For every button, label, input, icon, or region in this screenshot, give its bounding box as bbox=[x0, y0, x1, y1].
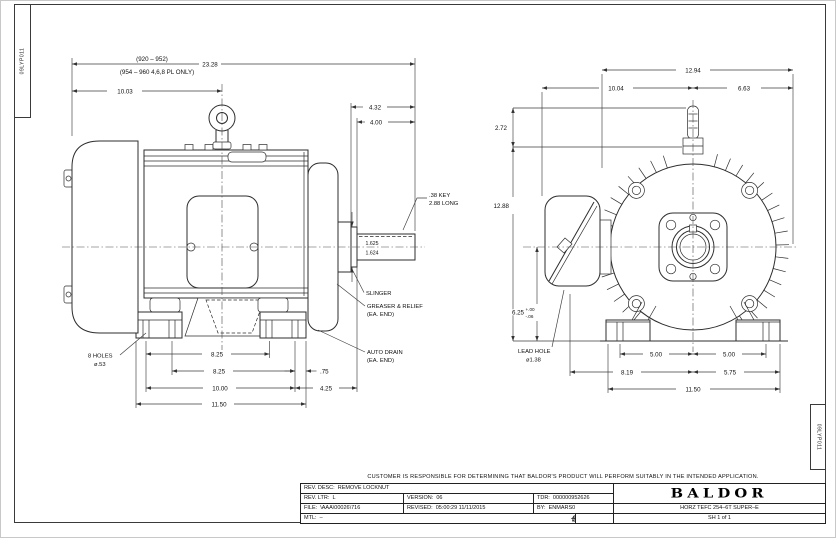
mtl-cell: MTL: – bbox=[301, 514, 576, 523]
disclaimer-text: CUSTOMER IS RESPONSIBLE FOR DETERMINING … bbox=[367, 474, 759, 480]
dim-4-00: 4.00 bbox=[370, 119, 383, 126]
rev-desc-cell: REV. DESC: REMOVE LOCKNUT bbox=[301, 484, 614, 494]
tdr-label: TDR: bbox=[537, 495, 550, 501]
dim-5-00-a: 5.00 bbox=[650, 351, 663, 358]
note-slinger: SLINGER bbox=[366, 291, 391, 297]
dim-8-25-b: 8.25 bbox=[213, 368, 226, 375]
by-cell: BY: ENMARS0 bbox=[534, 504, 614, 514]
dim-5-75: 5.75 bbox=[724, 369, 737, 376]
rev-ltr-cell: REV. LTR: L bbox=[301, 494, 404, 504]
dim-0-75: .75 bbox=[320, 368, 329, 375]
version-value: 06 bbox=[436, 495, 443, 501]
motor-end-view bbox=[523, 100, 797, 352]
centerlines-side bbox=[62, 84, 425, 350]
dim-5-00-b: 5.00 bbox=[723, 351, 736, 358]
dim-6-25: 6.25 bbox=[512, 310, 525, 317]
dim-12-88: 12.88 bbox=[494, 203, 510, 210]
third-angle-circle-icon bbox=[571, 515, 575, 522]
dim-4-32: 4.32 bbox=[369, 104, 382, 111]
dimensions-side-view: (920 – 952) 23.28 (954 – 960 4,6,8 PL ON… bbox=[71, 55, 460, 409]
box-clamp bbox=[556, 237, 573, 254]
dim-4-25: 4.25 bbox=[320, 385, 333, 392]
note-greaser-1: GREASER & RELIEF bbox=[367, 304, 423, 310]
cooling-fins bbox=[596, 154, 790, 327]
tdr-cell: TDR: 000000952626 bbox=[534, 494, 614, 504]
dim-overall-length: 23.28 bbox=[202, 61, 218, 68]
greaser-leader bbox=[336, 283, 366, 307]
rev-desc-value: REMOVE LOCKNUT bbox=[337, 485, 390, 491]
edge-label-right: 09LYP011 bbox=[810, 404, 826, 470]
file-cell: FILE: \AAA\00026\716 bbox=[301, 504, 404, 514]
drawing-title-cell: HORZ TEFC 254–6T SUPER–E bbox=[614, 504, 825, 514]
dim-shaft-dia-max: 1.625 bbox=[366, 241, 379, 247]
sheet-number: SH 1 of 1 bbox=[708, 515, 731, 521]
file-value: \AAA\00026\716 bbox=[320, 505, 361, 511]
dim-6-25-tol-minus: -.06 bbox=[526, 314, 534, 319]
dim-11-50-side: 11.50 bbox=[211, 401, 227, 408]
version-label: VERSION: bbox=[407, 495, 434, 501]
conduit-box bbox=[544, 195, 612, 287]
dimensions-end-view: 12.94 10.04 6.63 2.72 12.88 6.25 +.00 -.… bbox=[493, 66, 794, 394]
edge-label-left: 09LYP011 bbox=[14, 4, 31, 118]
top-bolts bbox=[184, 144, 268, 163]
revised-label: REVISED: bbox=[407, 505, 433, 511]
dim-8-19: 8.19 bbox=[621, 369, 634, 376]
by-value: ENMARS0 bbox=[548, 505, 576, 511]
dim-12-94: 12.94 bbox=[685, 67, 701, 74]
dim-11-50-end: 11.50 bbox=[685, 386, 701, 393]
baldor-logo: BALDOR bbox=[670, 486, 769, 501]
title-block: REV. DESC: REMOVE LOCKNUT BALDOR REV. LT… bbox=[300, 483, 826, 524]
dim-frame-note-1: (920 – 952) bbox=[136, 56, 168, 63]
note-key-2: 2.88 LONG bbox=[429, 201, 459, 207]
frame-lugs bbox=[628, 182, 758, 312]
spare-cell bbox=[576, 514, 614, 523]
version-cell: VERSION: 06 bbox=[404, 494, 534, 504]
mtl-value: – bbox=[319, 515, 323, 521]
fan-cover bbox=[63, 140, 139, 334]
brand-cell: BALDOR bbox=[614, 484, 825, 504]
dim-6-63: 6.63 bbox=[738, 85, 751, 92]
note-lead-hole-1: LEAD HOLE bbox=[518, 349, 551, 355]
dim-shaft-dia-min: 1.624 bbox=[366, 251, 379, 257]
mounting-feet-end bbox=[600, 301, 788, 342]
drawing-title: HORZ TEFC 254–6T SUPER–E bbox=[680, 505, 759, 511]
sheet-number-cell: SH 1 of 1 bbox=[614, 514, 825, 523]
drain-leader bbox=[317, 329, 366, 353]
note-key-1: .38 KEY bbox=[429, 193, 450, 199]
third-angle-cone-icon bbox=[572, 515, 575, 522]
motor-side-view bbox=[62, 84, 425, 350]
rev-ltr-label: REV. LTR: bbox=[304, 495, 330, 501]
holes-leader bbox=[119, 332, 147, 356]
revised-value: 05:00:29 11/11/2015 bbox=[435, 505, 486, 511]
dim-8-25-a: 8.25 bbox=[211, 351, 224, 358]
revised-cell: REVISED: 05:00:29 11/11/2015 bbox=[404, 504, 534, 514]
mounting-feet-side bbox=[135, 297, 307, 339]
dim-10-04: 10.04 bbox=[608, 85, 624, 92]
note-lead-hole-2: ø1.38 bbox=[526, 358, 541, 364]
dim-frame-note-2: (954 – 960 4,6,8 PL ONLY) bbox=[120, 69, 194, 76]
dim-10-03: 10.03 bbox=[117, 88, 133, 95]
note-drain-1: AUTO DRAIN bbox=[367, 350, 403, 356]
rev-ltr-value: L bbox=[332, 495, 336, 501]
terminal-cover-side bbox=[186, 195, 259, 289]
note-holes-1: 8 HOLES bbox=[88, 354, 113, 360]
centerlines-end bbox=[523, 100, 797, 352]
slinger-leader bbox=[352, 270, 365, 293]
file-label: FILE: bbox=[304, 505, 318, 511]
tdr-value: 000000952626 bbox=[552, 495, 590, 501]
rev-desc-label: REV. DESC: bbox=[304, 485, 335, 491]
lead-hole-leader bbox=[551, 289, 565, 348]
dim-2-72: 2.72 bbox=[495, 125, 508, 132]
mtl-label: MTL: bbox=[304, 515, 317, 521]
dim-10-00: 10.00 bbox=[212, 385, 228, 392]
note-greaser-2: (EA. END) bbox=[367, 312, 394, 318]
key-leader bbox=[402, 197, 427, 231]
by-label: BY: bbox=[537, 505, 546, 511]
nameplate-boss bbox=[227, 151, 267, 163]
dim-6-25-tol-plus: +.00 bbox=[526, 307, 536, 312]
note-holes-2: ø.53 bbox=[94, 362, 106, 368]
note-drain-2: (EA. END) bbox=[367, 358, 394, 364]
